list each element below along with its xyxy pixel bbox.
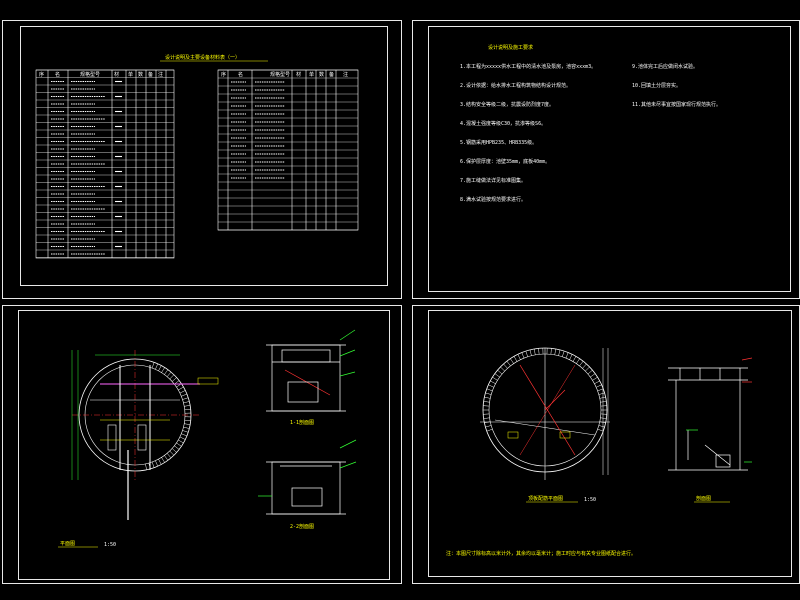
note-line: 9.池体完工后应做闭水试验。: [632, 63, 698, 70]
table-header-cell: 材: [114, 71, 119, 78]
tank-detail-section: [668, 357, 753, 471]
note-line: 5.钢筋采用HPB235、HRB335级。: [460, 139, 537, 146]
note-line: 2.设计依据：给水排水工程构筑物结构设计规范。: [460, 82, 571, 89]
note-line: 6.保护层厚度：池壁35mm，底板40mm。: [460, 158, 550, 165]
note-line: 10.回填土分层夯实。: [632, 82, 681, 89]
table-header-cell: 材: [296, 71, 301, 78]
table-header-cell: 注: [343, 71, 348, 78]
plan-scale: 1:50: [104, 542, 116, 548]
table-header-cell: 数: [138, 71, 143, 78]
table-header-cell: 规格型号: [270, 71, 290, 78]
note-line: 8.满水试验按规范要求进行。: [460, 196, 526, 203]
note-line: 7.施工缝做法详见标准图集。: [460, 177, 526, 184]
detail-scale: 1:50: [584, 497, 596, 503]
table-header-cell: 单: [128, 71, 133, 78]
section-2-2: [258, 439, 357, 515]
table-header-cell: 规格型号: [80, 71, 100, 78]
note-line: 11.其他未尽事宜按国家现行规范执行。: [632, 101, 721, 108]
note-line: 3.结构安全等级二级，抗震设防烈度7度。: [460, 101, 554, 108]
material-table-frame: [20, 26, 388, 286]
table-header-cell: 备: [148, 71, 153, 78]
section-1-1: [266, 329, 356, 412]
table-header-cell: 数: [319, 71, 324, 78]
detail-section-label: 剖面图: [696, 495, 711, 502]
tank-detail-plan: [480, 347, 610, 480]
plan-section-sheet: [2, 305, 402, 584]
table-header-cell: 名: [55, 71, 60, 78]
table-title: 设计说明及主要设备材料表（一）: [165, 54, 240, 61]
note-line: 1.本工程为xxxxx供水工程中的清水池及泵房，池容xxxm3。: [460, 63, 596, 70]
plan-section-frame: [18, 310, 390, 580]
note-line: 4.混凝土强度等级C30，抗渗等级S6。: [460, 120, 546, 127]
table-header-cell: 备: [329, 71, 334, 78]
design-notes-frame: [428, 26, 791, 292]
detail-plan-label: 顶板配筋平面图: [528, 495, 563, 502]
section1-label: 1-1剖面图: [290, 419, 314, 426]
table-header-cell: 序: [221, 71, 226, 78]
section2-label: 2-2剖面图: [290, 523, 314, 530]
table-header-cell: 序: [39, 71, 44, 78]
table-header-cell: 注: [158, 71, 163, 78]
table-header-cell: 名: [238, 71, 243, 78]
material-table-sheet: [2, 20, 402, 299]
tank-plan-view: [71, 350, 219, 520]
table-header-cell: 单: [309, 71, 314, 78]
tank-detail-frame: [428, 310, 792, 577]
notes-title: 设计说明及施工要求: [488, 44, 533, 51]
detail-footer: 注：本图尺寸除标高以米计外，其余均以毫米计；施工时应与有关专业图纸配合进行。: [446, 550, 636, 557]
plan-label: 平面图: [60, 541, 75, 547]
